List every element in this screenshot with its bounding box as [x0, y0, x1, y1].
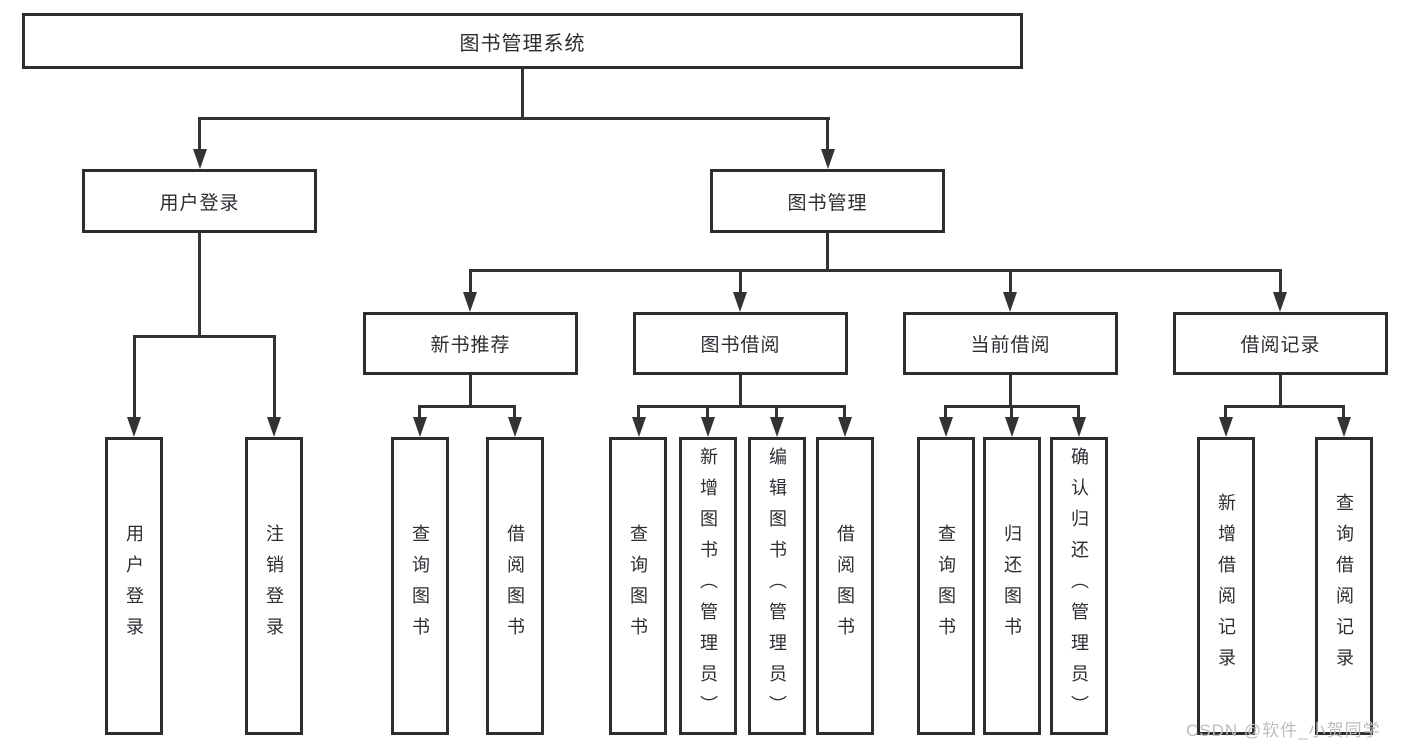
node-leaf-nbr-query-books-label: 查询图书 [410, 524, 430, 648]
connector-current-borrow-stem [1009, 375, 1012, 407]
connector-borrow-records-stem [1279, 375, 1282, 407]
arrow-line-cb-confirm [1077, 405, 1080, 417]
node-book-mgmt: 图书管理 [710, 169, 945, 233]
node-leaf-logout-label: 注销登录 [264, 524, 284, 648]
connector-new-book-rec-branch [418, 405, 516, 408]
arrow-head-user-login [193, 149, 207, 169]
arrow-line-br-query [1342, 405, 1345, 417]
arrow-line-bb-add [706, 405, 709, 417]
node-leaf-user-login-label: 用户登录 [124, 524, 144, 648]
node-leaf-bb-query-books-label: 查询图书 [628, 524, 648, 648]
node-leaf-nbr-borrow-books: 借阅图书 [486, 437, 544, 735]
connector-root-stem [521, 69, 524, 118]
arrow-head-bb-borrow [838, 417, 852, 437]
arrow-head-cb-query [939, 417, 953, 437]
node-leaf-bb-edit-books: 编辑图书（管理员） [748, 437, 806, 735]
node-leaf-bb-add-books-label: 新增图书（管理员） [698, 446, 718, 726]
node-leaf-user-login: 用户登录 [105, 437, 163, 735]
node-user-login-label: 用户登录 [159, 192, 240, 214]
arrow-line-book-borrow [739, 269, 742, 292]
arrow-head-new-book-rec [463, 292, 477, 312]
node-leaf-bb-borrow-books: 借阅图书 [816, 437, 874, 735]
node-leaf-br-add-record-label: 新增借阅记录 [1216, 493, 1236, 679]
arrow-line-current-borrow [1009, 269, 1012, 292]
connector-new-book-rec-stem [469, 375, 472, 407]
arrow-line-bb-query [637, 405, 640, 417]
arrow-line-nbr-query [418, 405, 421, 417]
connector-user-login-stem [198, 233, 201, 337]
node-leaf-br-add-record: 新增借阅记录 [1197, 437, 1255, 735]
arrow-head-cb-confirm [1072, 417, 1086, 437]
arrow-head-nbr-query [413, 417, 427, 437]
node-new-book-rec: 新书推荐 [363, 312, 578, 375]
node-leaf-bb-query-books: 查询图书 [609, 437, 667, 735]
node-leaf-cb-query-books: 查询图书 [917, 437, 975, 735]
arrow-line-leaf-logout [273, 335, 276, 417]
arrow-line-cb-query [944, 405, 947, 417]
node-leaf-br-query-record: 查询借阅记录 [1315, 437, 1373, 735]
node-user-login: 用户登录 [82, 169, 317, 233]
arrow-line-leaf-user-login [133, 335, 136, 417]
node-root-label: 图书管理系统 [459, 32, 586, 55]
node-leaf-nbr-borrow-books-label: 借阅图书 [505, 524, 525, 648]
node-leaf-cb-query-books-label: 查询图书 [936, 524, 956, 648]
node-leaf-cb-confirm-return: 确认归还（管理员） [1050, 437, 1108, 735]
arrow-line-nbr-borrow [513, 405, 516, 417]
node-new-book-rec-label: 新书推荐 [430, 335, 511, 356]
arrow-head-borrow-records [1273, 292, 1287, 312]
node-borrow-records-label: 借阅记录 [1240, 335, 1321, 356]
connector-level1-branch [198, 117, 830, 120]
arrow-line-new-book-rec [469, 269, 472, 292]
arrow-head-bb-edit [770, 417, 784, 437]
connector-user-login-branch [133, 335, 275, 338]
arrow-head-bb-query [632, 417, 646, 437]
arrow-head-leaf-user-login [127, 417, 141, 437]
connector-level2-branch [469, 269, 1282, 272]
arrow-head-br-add [1219, 417, 1233, 437]
node-leaf-cb-return-books-label: 归还图书 [1002, 524, 1022, 648]
node-leaf-br-query-record-label: 查询借阅记录 [1334, 493, 1354, 679]
arrow-head-cb-return [1005, 417, 1019, 437]
arrow-line-user-login [198, 117, 201, 149]
arrow-head-nbr-borrow [508, 417, 522, 437]
node-book-mgmt-label: 图书管理 [787, 192, 868, 214]
connector-book-borrow-stem [739, 375, 742, 407]
arrow-head-bb-add [701, 417, 715, 437]
arrow-head-br-query [1337, 417, 1351, 437]
node-leaf-logout: 注销登录 [245, 437, 303, 735]
arrow-line-br-add [1224, 405, 1227, 417]
arrow-line-cb-return [1010, 405, 1013, 417]
arrow-head-leaf-logout [267, 417, 281, 437]
connector-borrow-records-branch [1224, 405, 1345, 408]
node-leaf-nbr-query-books: 查询图书 [391, 437, 449, 735]
arrow-line-bb-borrow [843, 405, 846, 417]
csdn-watermark: CSDN @软件_小贺同学 [1186, 721, 1381, 740]
arrow-line-book-mgmt [826, 117, 829, 149]
node-leaf-bb-edit-books-label: 编辑图书（管理员） [767, 446, 787, 726]
arrow-head-book-borrow [733, 292, 747, 312]
arrow-head-book-mgmt [821, 149, 835, 169]
node-leaf-bb-add-books: 新增图书（管理员） [679, 437, 737, 735]
arrow-line-bb-edit [775, 405, 778, 417]
arrow-line-borrow-records [1279, 269, 1282, 292]
node-book-borrow: 图书借阅 [633, 312, 848, 375]
node-book-borrow-label: 图书借阅 [700, 335, 781, 356]
node-borrow-records: 借阅记录 [1173, 312, 1388, 375]
node-leaf-cb-confirm-return-label: 确认归还（管理员） [1069, 446, 1089, 726]
node-leaf-bb-borrow-books-label: 借阅图书 [835, 524, 855, 648]
node-root: 图书管理系统 [22, 13, 1023, 69]
arrow-head-current-borrow [1003, 292, 1017, 312]
node-current-borrow: 当前借阅 [903, 312, 1118, 375]
connector-book-mgmt-stem [826, 233, 829, 271]
node-current-borrow-label: 当前借阅 [970, 335, 1051, 356]
connector-book-borrow-branch [637, 405, 846, 408]
node-leaf-cb-return-books: 归还图书 [983, 437, 1041, 735]
